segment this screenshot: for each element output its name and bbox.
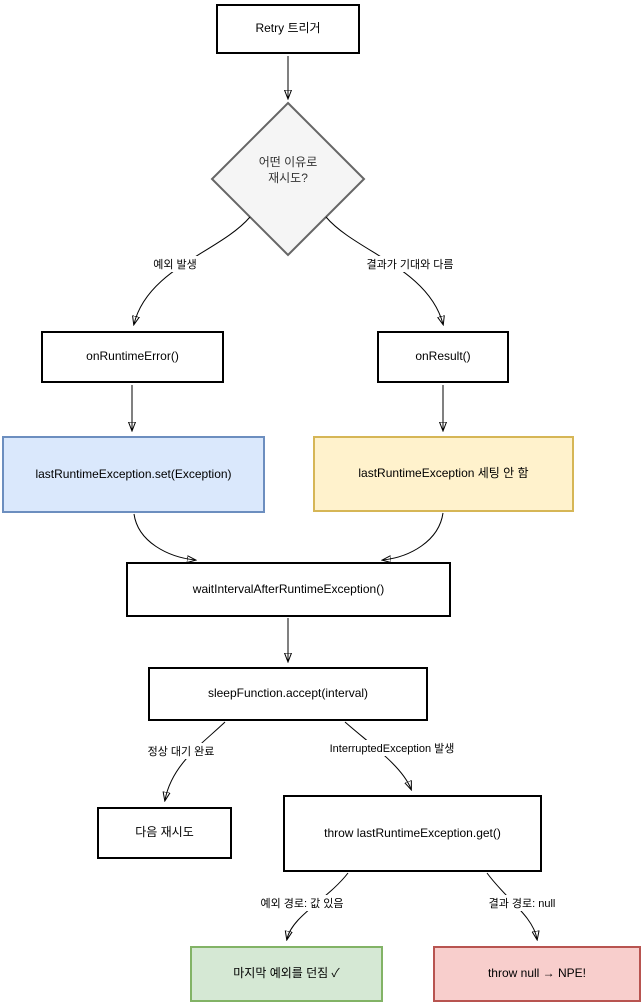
node-sleep-function: sleepFunction.accept(interval) [148,667,428,721]
node-next-retry: 다음 재시도 [97,807,232,859]
node-set-exception: lastRuntimeException.set(Exception) [2,436,265,513]
edge-sleep-to-nextretry [165,721,226,800]
node-throw-get: throw lastRuntimeException.get() [283,795,542,872]
edge-label-normal-wait-done: 정상 대기 완료 [145,743,217,759]
edge-set-to-wait [133,513,195,560]
edge-label-interrupted-exception: InterruptedException 발생 [327,740,457,756]
node-on-runtime-error: onRuntimeError() [41,331,224,383]
node-exception-not-set: lastRuntimeException 세팅 안 함 [313,436,574,512]
edge-label-exception-path: 예외 경로: 값 있음 [258,895,346,911]
node-throw-last-exception: 마지막 예외를 던짐 ✓ [190,946,383,1002]
node-throw-npe: throw null → NPE! [433,946,641,1002]
edge-notset-to-wait [383,512,444,560]
node-on-result: onResult() [377,331,509,383]
node-decision-label: 어떤 이유로 재시도? [258,155,318,186]
edge-label-result-path: 결과 경로: null [486,895,558,911]
node-retry-trigger: Retry 트리거 [216,4,360,54]
edge-label-exception-occurred: 예외 발생 [151,256,199,272]
node-wait-interval: waitIntervalAfterRuntimeException() [126,562,451,617]
edge-label-result-mismatch: 결과가 기대와 다름 [364,256,456,272]
